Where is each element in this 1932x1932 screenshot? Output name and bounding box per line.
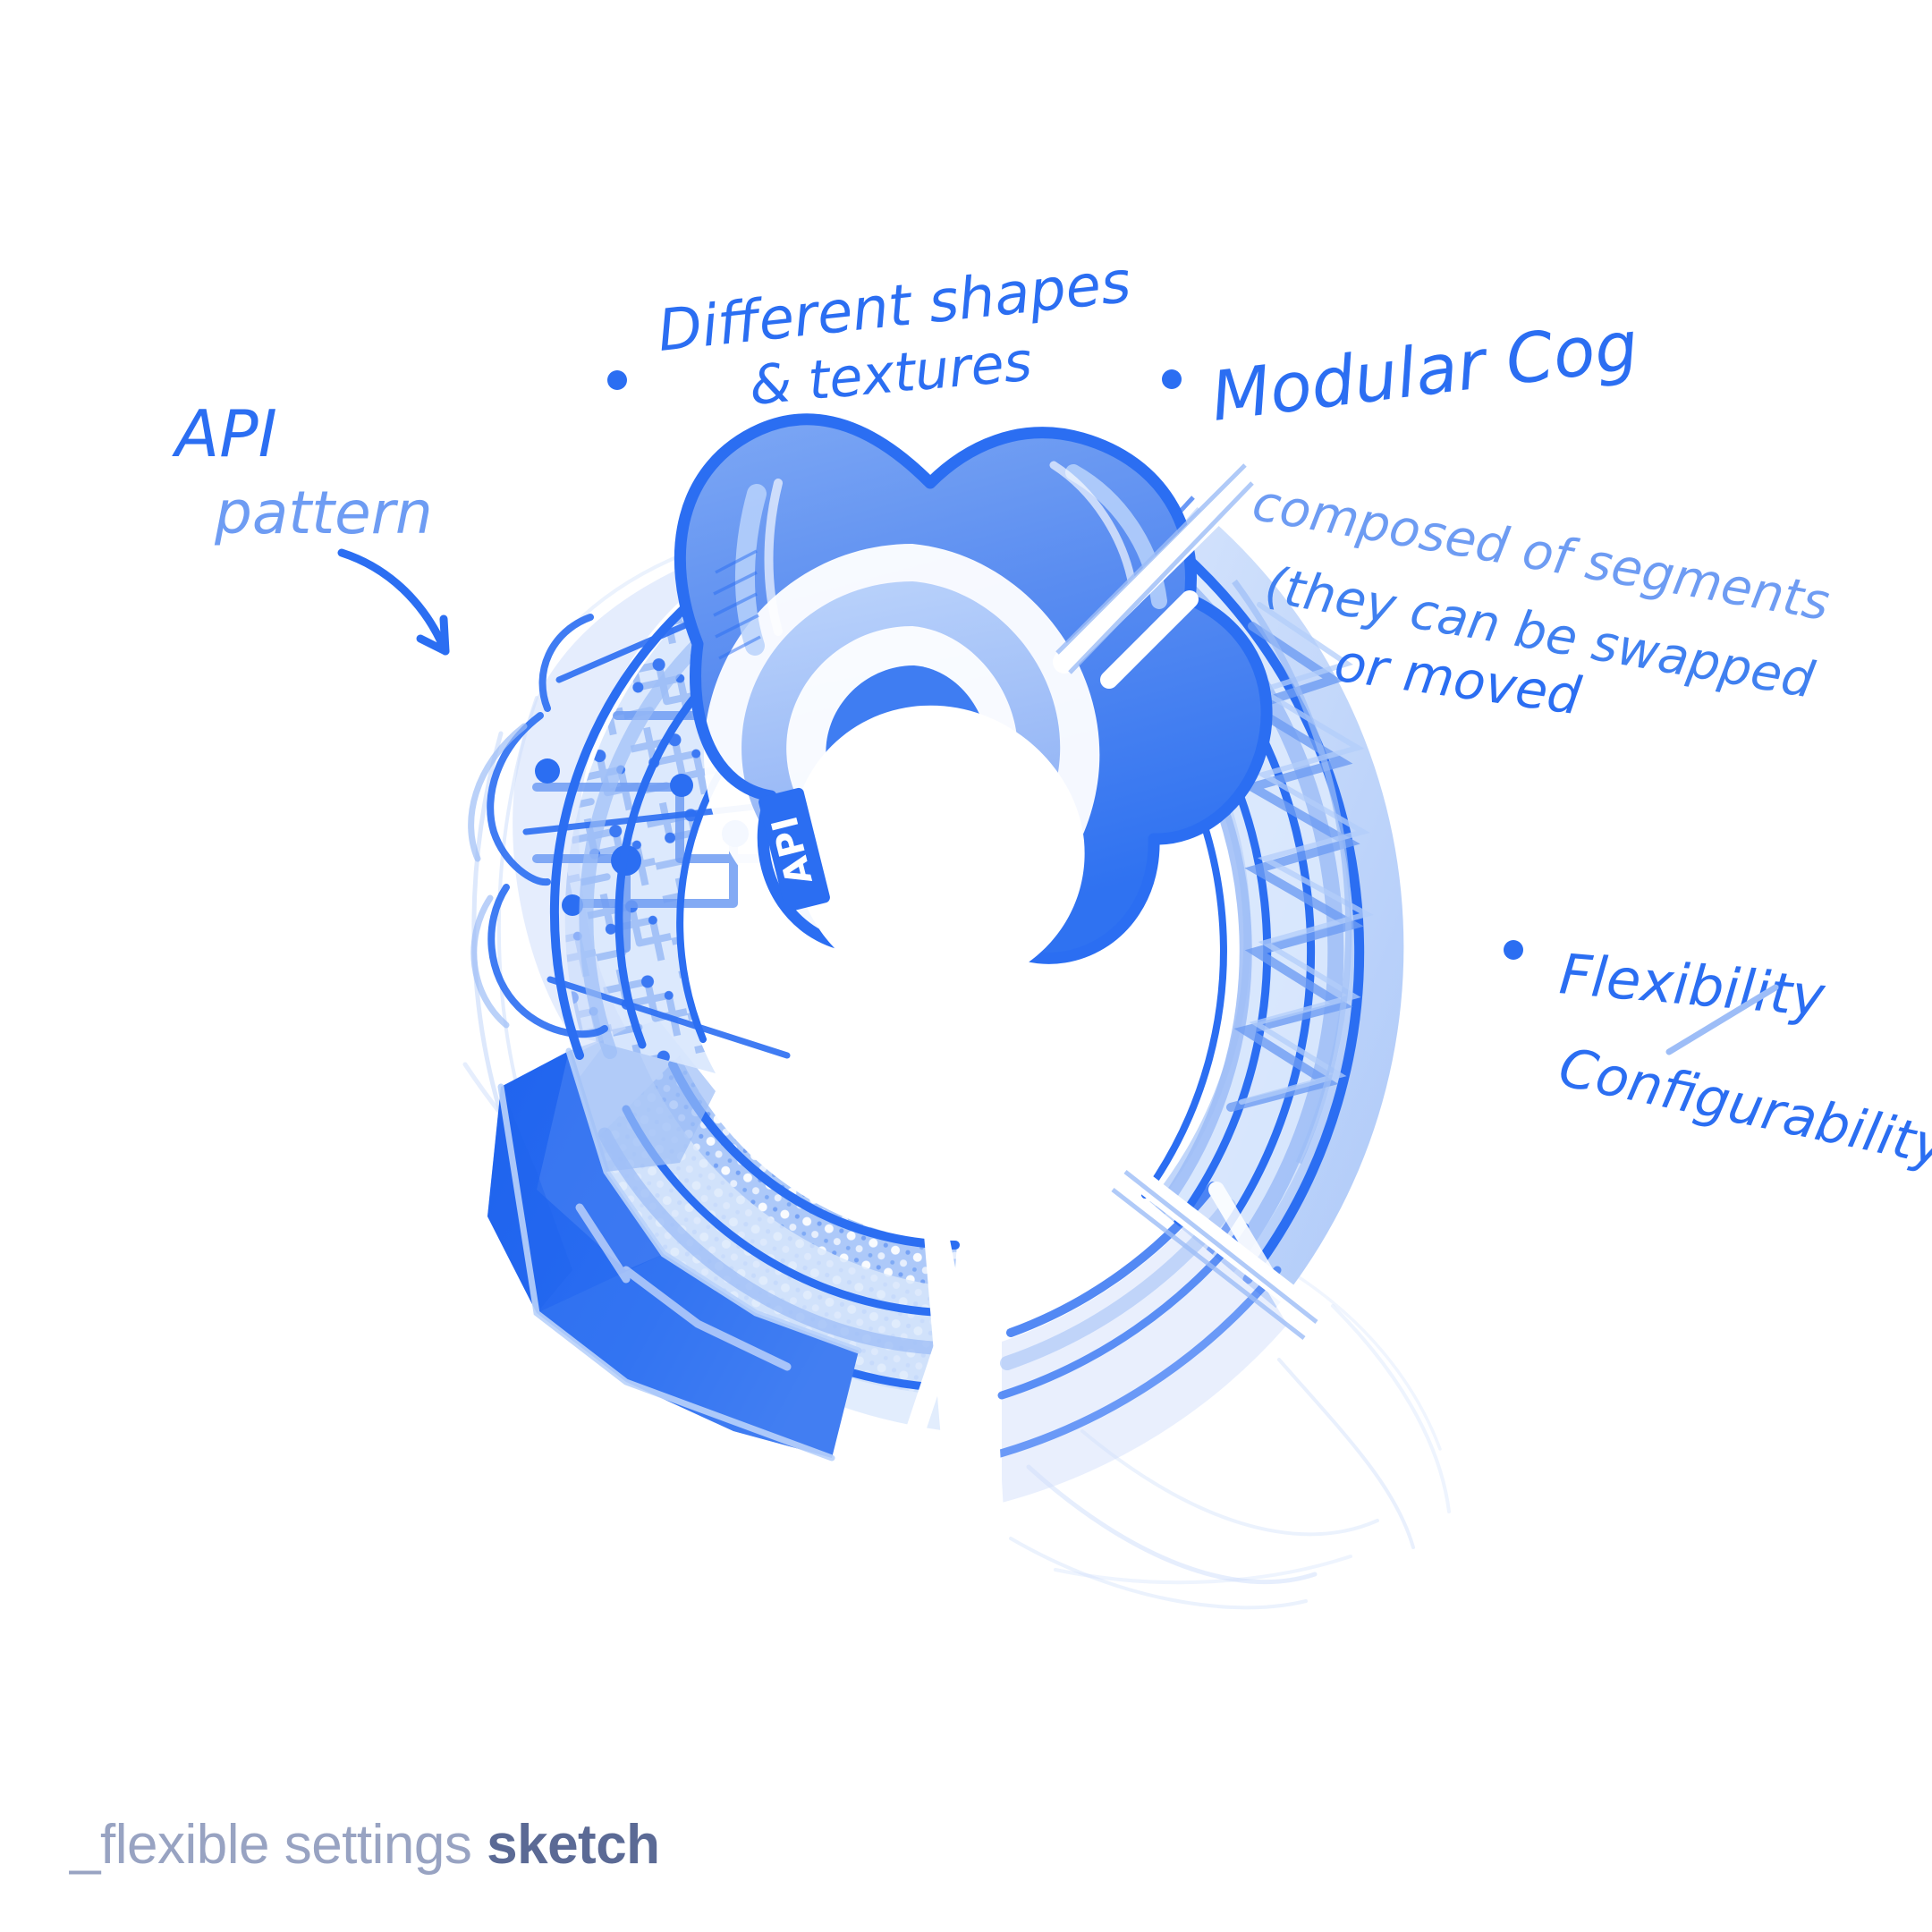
api-pattern-arrow-icon [337,548,450,656]
caption-bold-text: sketch [487,1814,660,1876]
api-pattern-line-1: API [172,396,277,471]
flexibility-leader-line-icon [1665,984,1779,1055]
flexibility-line-2: Configurability [1554,1036,1932,1179]
different-shapes-annotation[interactable]: Different shapes & textures [607,250,1134,418]
flexibility-annotation[interactable]: Flexibility Configurability [1504,940,1932,1179]
api-badge[interactable]: API [758,787,831,913]
page-caption: _flexible settings sketch [70,1818,660,1873]
bullet-dot-icon [1162,369,1182,389]
gap-outlines [1055,463,1318,1340]
bullet-dot-icon [1504,940,1523,960]
api-pattern-line-2: pattern [214,479,433,547]
bullet-dot-icon [607,370,627,390]
cog-inner-hole [792,705,1085,992]
segment-bottom-right-ghost[interactable] [975,1182,1303,1521]
flexibility-line-1: Flexibility [1557,941,1829,1030]
segment-gaps [894,461,1326,1477]
caption-light-text: _flexible settings [70,1814,487,1876]
modular-cog-line-1: Modular Cog [1207,305,1642,436]
api-pattern-annotation[interactable]: API pattern [172,396,450,656]
